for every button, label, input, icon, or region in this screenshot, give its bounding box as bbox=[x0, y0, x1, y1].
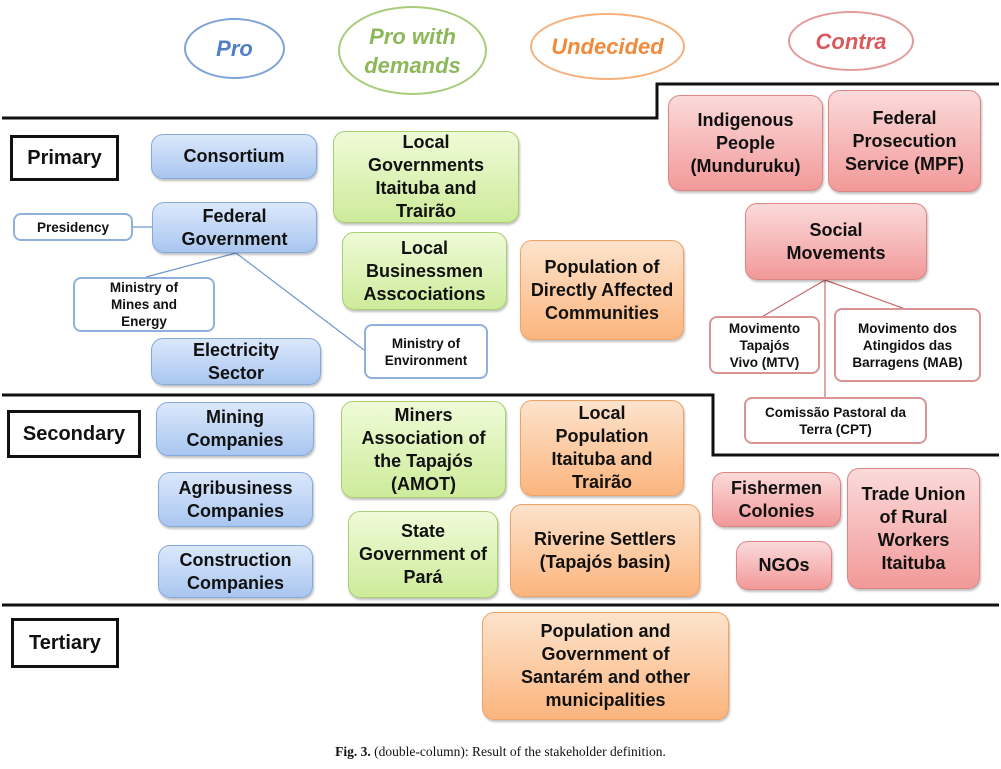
node-state-government-para-label: State Government of Pará bbox=[359, 521, 488, 587]
caption-text: (double-column): Result of the stakehold… bbox=[374, 744, 666, 759]
node-amot-label: Miners Association of the Tapajós (AMOT) bbox=[361, 404, 486, 494]
node-federal-prosecution: Federal Prosecution Service (MPF) bbox=[828, 90, 981, 192]
node-ministry-environment: Ministry of Environment bbox=[364, 324, 488, 379]
node-indigenous-people-label: Indigenous People (Munduruku) bbox=[690, 109, 801, 176]
node-trade-union: Trade Union of Rural Workers Itaituba bbox=[847, 468, 980, 589]
node-ngos: NGOs bbox=[736, 541, 832, 590]
tier-tertiary: Tertiary bbox=[11, 618, 119, 668]
node-mab: Movimento dos Atingidos das Barragens (M… bbox=[834, 308, 981, 382]
node-agribusiness-companies: Agribusiness Companies bbox=[158, 472, 313, 527]
node-construction-companies-label: Construction Companies bbox=[179, 549, 292, 593]
tier-secondary: Secondary bbox=[7, 410, 141, 458]
node-local-population: Local Population Itaituba and Trairão bbox=[520, 400, 684, 496]
environment-connector bbox=[235, 252, 365, 351]
legend-pro-with-demands: Pro with demands bbox=[338, 6, 487, 95]
node-ministry-environment-label: Ministry of Environment bbox=[384, 335, 468, 368]
node-social-movements-label: Social Movements bbox=[786, 219, 886, 263]
mtv-connector bbox=[759, 279, 826, 319]
node-social-movements: Social Movements bbox=[745, 203, 927, 280]
tier-secondary-label: Secondary bbox=[22, 422, 126, 445]
node-indigenous-people: Indigenous People (Munduruku) bbox=[668, 95, 823, 191]
figure-caption: Fig. 3. (double-column): Result of the s… bbox=[0, 744, 1001, 760]
node-construction-companies: Construction Companies bbox=[158, 545, 313, 598]
legend-pro: Pro bbox=[184, 18, 285, 79]
node-ministry-mines-energy-label: Ministry of Mines and Energy bbox=[109, 280, 179, 329]
node-federal-prosecution-label: Federal Prosecution Service (MPF) bbox=[844, 107, 965, 174]
node-mab-label: Movimento dos Atingidos das Barragens (M… bbox=[852, 320, 963, 370]
node-population-directly-affected-label: Population of Directly Affected Communit… bbox=[530, 256, 674, 323]
node-fishermen-colonies: Fishermen Colonies bbox=[712, 472, 841, 527]
primary-top-separator bbox=[2, 82, 999, 120]
node-fishermen-colonies-label: Fishermen Colonies bbox=[730, 477, 823, 521]
node-riverine-settlers-label: Riverine Settlers (Tapajós basin) bbox=[533, 528, 677, 572]
node-local-businessmen-label: Local Businessmen Asscociations bbox=[363, 237, 486, 304]
node-consortium: Consortium bbox=[151, 134, 317, 179]
node-riverine-settlers: Riverine Settlers (Tapajós basin) bbox=[510, 504, 700, 597]
node-mtv: Movimento Tapajós Vivo (MTV) bbox=[709, 316, 820, 374]
node-santarem: Population and Government of Santarém an… bbox=[482, 612, 729, 720]
node-ministry-mines-energy: Ministry of Mines and Energy bbox=[73, 277, 215, 332]
node-local-businessmen: Local Businessmen Asscociations bbox=[342, 232, 507, 310]
node-santarem-label: Population and Government of Santarém an… bbox=[520, 621, 691, 710]
node-ngos-label: NGOs bbox=[758, 555, 810, 575]
legend-undecided: Undecided bbox=[530, 13, 685, 80]
mme-connector bbox=[145, 252, 237, 278]
node-cpt-label: Comissão Pastoral da Terra (CPT) bbox=[764, 404, 907, 437]
node-amot: Miners Association of the Tapajós (AMOT) bbox=[341, 401, 506, 498]
node-electricity-sector-label: Electricity Sector bbox=[192, 339, 280, 383]
node-local-population-label: Local Population Itaituba and Trairão bbox=[551, 403, 653, 492]
legend-pro-with-demands-label: Pro with demands bbox=[364, 23, 461, 78]
legend-contra-label: Contra bbox=[815, 28, 887, 54]
legend-pro-label: Pro bbox=[216, 36, 253, 61]
caption-label: Fig. 3. bbox=[335, 744, 371, 759]
node-presidency-label: Presidency bbox=[36, 219, 110, 235]
node-mining-companies: Mining Companies bbox=[156, 402, 314, 456]
node-presidency: Presidency bbox=[13, 213, 133, 241]
node-local-governments: Local Governments Itaituba and Trairão bbox=[333, 131, 519, 223]
node-federal-government: Federal Government bbox=[152, 202, 317, 253]
secondary-top-separator bbox=[2, 393, 999, 457]
tier-primary-label: Primary bbox=[27, 146, 102, 169]
node-local-governments-label: Local Governments Itaituba and Trairão bbox=[367, 132, 485, 221]
node-trade-union-label: Trade Union of Rural Workers Itaituba bbox=[861, 483, 966, 573]
node-electricity-sector: Electricity Sector bbox=[151, 338, 321, 385]
mab-connector bbox=[824, 279, 909, 311]
node-state-government-para: State Government of Pará bbox=[348, 511, 498, 598]
node-mtv-label: Movimento Tapajós Vivo (MTV) bbox=[728, 320, 801, 370]
node-federal-government-label: Federal Government bbox=[181, 205, 288, 249]
legend-undecided-label: Undecided bbox=[551, 34, 664, 59]
node-mining-companies-label: Mining Companies bbox=[186, 407, 284, 450]
node-population-directly-affected: Population of Directly Affected Communit… bbox=[520, 240, 684, 340]
node-agribusiness-companies-label: Agribusiness Companies bbox=[178, 477, 293, 521]
node-consortium-label: Consortium bbox=[183, 146, 285, 166]
tier-tertiary-label: Tertiary bbox=[29, 631, 101, 654]
node-cpt: Comissão Pastoral da Terra (CPT) bbox=[744, 397, 927, 444]
legend-contra: Contra bbox=[788, 11, 914, 71]
tier-primary: Primary bbox=[10, 135, 119, 181]
